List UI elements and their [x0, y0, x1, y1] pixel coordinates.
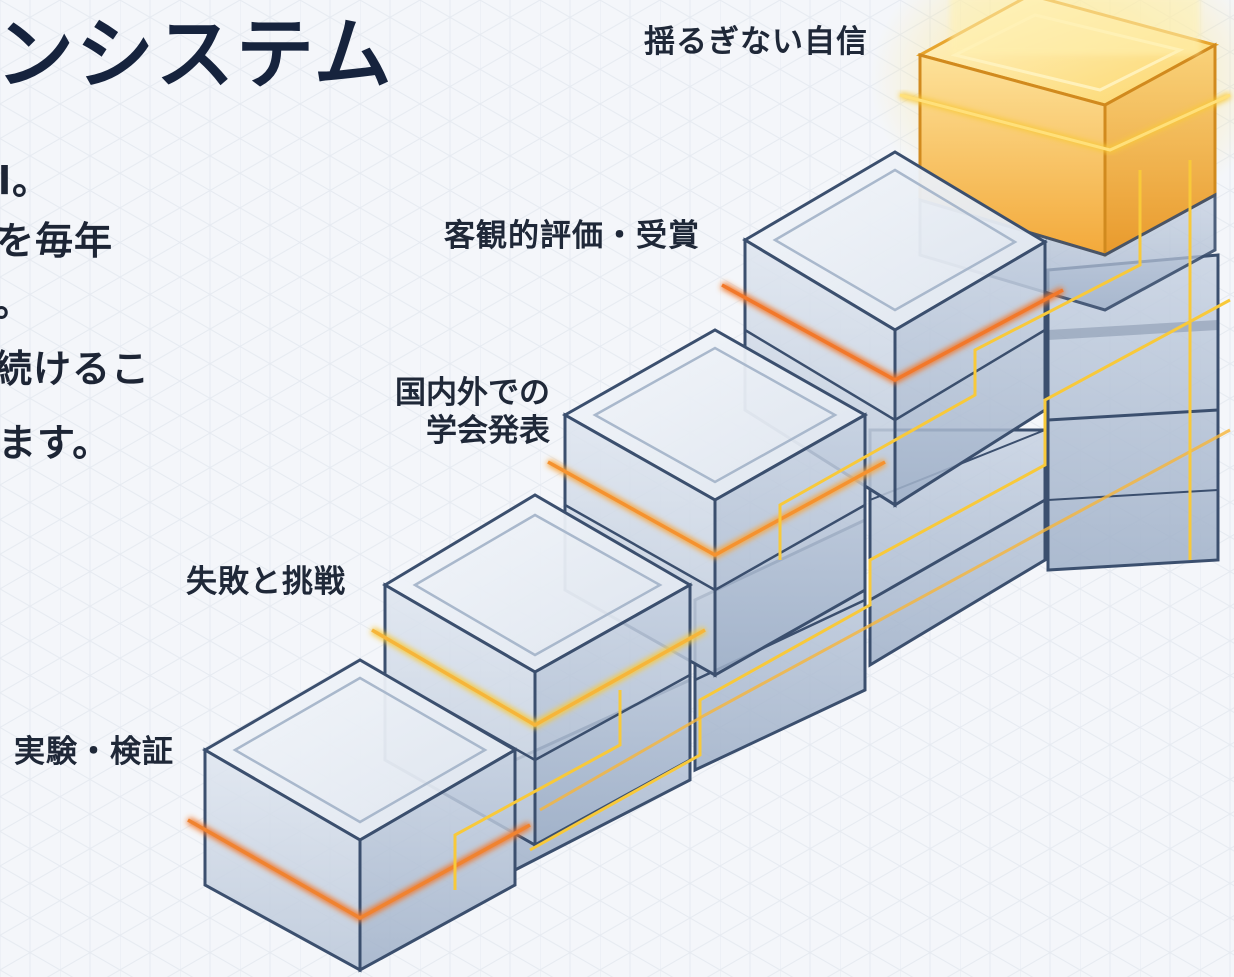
connector-lines: [453, 160, 1231, 890]
step-label-3-line-1: 国内外での: [395, 375, 550, 411]
body-line-5: ます。: [0, 421, 112, 465]
step-label-3: 国内外での 学会発表: [350, 374, 550, 450]
body-line-4: 続けるこ: [0, 347, 151, 391]
body-line-1: l。: [0, 159, 52, 203]
step-label-5: 揺るぎない自信: [644, 24, 868, 60]
body-line-2: を毎年: [0, 219, 114, 263]
step-label-4: 客観的評価・受賞: [444, 218, 700, 254]
block-column-1: [186, 658, 532, 973]
body-line-3: 。: [0, 272, 33, 327]
block-column-5: [899, 0, 1232, 572]
page-title: ンシステム: [0, 10, 394, 100]
step-label-3-line-2: 学会発表: [426, 413, 550, 449]
step-label-1: 実験・検証: [14, 734, 174, 770]
step-label-2: 失敗と挑戦: [186, 564, 346, 600]
